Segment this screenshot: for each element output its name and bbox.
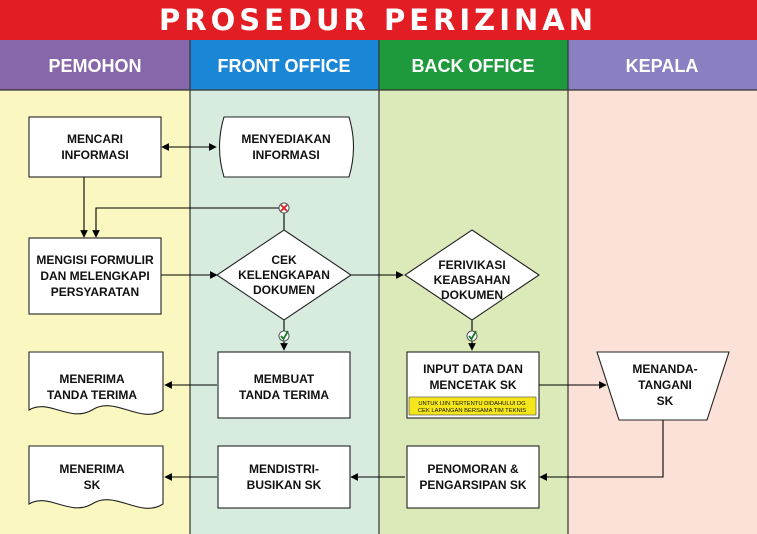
node-mengisi-formulir [28,237,162,315]
label-menerima-sk-1: MENERIMA [59,462,125,476]
label-ferivikasi-1: FERIVIKASI [438,258,505,272]
node-menandatangani [596,351,730,421]
approve-check-icon [466,330,478,342]
label-mencari-1: MENCARI [67,132,123,146]
label-input-2: MENCETAK SK [429,378,516,392]
label-cek-3: DOKUMEN [253,283,315,297]
label-mendistribusi-1: MENDISTRI- [249,462,319,476]
lane-header-front-office [190,40,379,90]
node-mendistribusikan [217,445,351,509]
approve-check-icon-tick [280,330,289,341]
lane-label-pemohon: PEMOHON [48,56,141,76]
node-membuat-tanda-terima [217,351,351,419]
label-mengisi-2: DAN MELENGKAPI [40,269,149,283]
lane-label-kepala: KEPALA [626,56,699,76]
lane-header-kepala [568,40,757,90]
node-menerima-sk [28,445,164,509]
lane-separators [0,40,757,534]
lane-label-back-office: BACK OFFICE [412,56,535,76]
label-mengisi-1: MENGISI FORMULIR [36,253,154,267]
label-menyediakan-2: INFORMASI [252,148,319,162]
label-menerima-tt-1: MENERIMA [59,372,125,386]
title-bar [0,0,757,40]
reject-x-icon [278,202,290,214]
label-menyediakan-1: MENYEDIAKAN [241,132,330,146]
label-menerima-sk-2: SK [84,478,101,492]
label-penomoran-2: PENGARSIPAN SK [419,478,526,492]
label-ferivikasi-3: DOKUMEN [441,288,503,302]
node-mencari-informasi [28,116,162,178]
node-cek-kelengkapan [216,229,352,321]
lane-header-pemohon [0,40,190,90]
node-ferivikasi [404,229,540,321]
label-membuat-2: TANDA TERIMA [239,388,329,402]
label-mencari-2: INFORMASI [61,148,128,162]
lane-header-back-office [379,40,568,90]
label-cek-2: KELENGKAPAN [238,268,330,282]
page-title: PROSEDUR PERIZINAN [159,3,597,37]
label-menandatangani-2: TANGANI [638,378,692,392]
node-penomoran [406,445,540,509]
node-menerima-tanda-terima [28,351,164,415]
label-menerima-tt-2: TANDA TERIMA [47,388,137,402]
note-line-1: UNTUK IJIN TERTENTU DIDAHULUI DG [418,401,526,407]
reject-x-icon-cross [280,204,288,212]
label-mengisi-3: PERSYARATAN [51,285,139,299]
note-cek-lapangan [408,396,537,416]
note-line-2: CEK LAPANGAN BERSAMA TIM TEKNIS [418,408,526,414]
node-menyediakan-informasi [218,116,355,178]
node-labels: MENCARI INFORMASI MENYEDIAKAN INFORMASI … [36,132,697,492]
label-membuat-1: MEMBUAT [254,372,315,386]
lane-label-front-office: FRONT OFFICE [218,56,351,76]
connector-menandatangani-to-penomoran [539,420,664,481]
label-penomoran-1: PENOMORAN & [427,462,519,476]
approve-check-icon [278,330,290,342]
nodes [28,116,730,509]
label-mendistribusi-2: BUSIKAN SK [247,478,322,492]
label-menandatangani-1: MENANDA- [632,362,697,376]
approve-check-icon-tick [468,330,477,341]
label-ferivikasi-2: KEABSAHAN [434,273,511,287]
label-input-1: INPUT DATA DAN [423,362,523,376]
label-cek-1: CEK [271,253,297,267]
connector-reject-loop [92,207,285,238]
label-menandatangani-3: SK [657,394,674,408]
connectors [80,143,664,481]
